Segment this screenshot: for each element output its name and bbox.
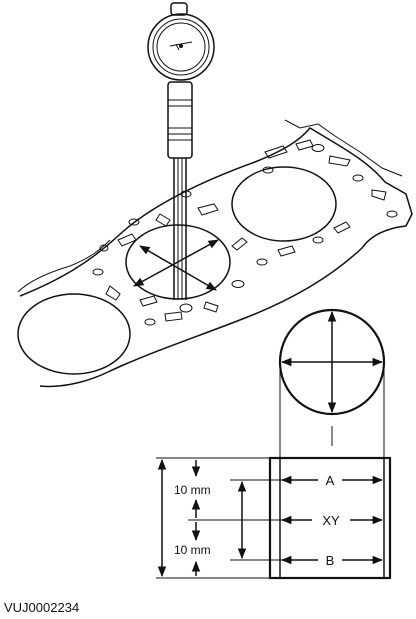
bore-rear <box>231 166 337 242</box>
bore-top-view <box>278 308 386 458</box>
bore-side-section: A XY B <box>268 456 392 580</box>
dim-upper-label: 10 mm <box>174 483 211 497</box>
bore-front <box>17 293 131 375</box>
gasket-holes <box>92 139 398 326</box>
label-a: A <box>326 473 335 488</box>
figure-code: VUJ0002234 <box>4 600 79 615</box>
dimension-lines: 10 mm 10 mm <box>156 457 282 579</box>
label-xy: XY <box>322 513 340 528</box>
cylinder-block-outline <box>17 119 413 388</box>
bore-measure-arrows <box>133 239 219 291</box>
dim-lower-label: 10 mm <box>174 543 211 557</box>
dial-bore-gauge <box>147 2 215 300</box>
label-b: B <box>326 553 335 568</box>
